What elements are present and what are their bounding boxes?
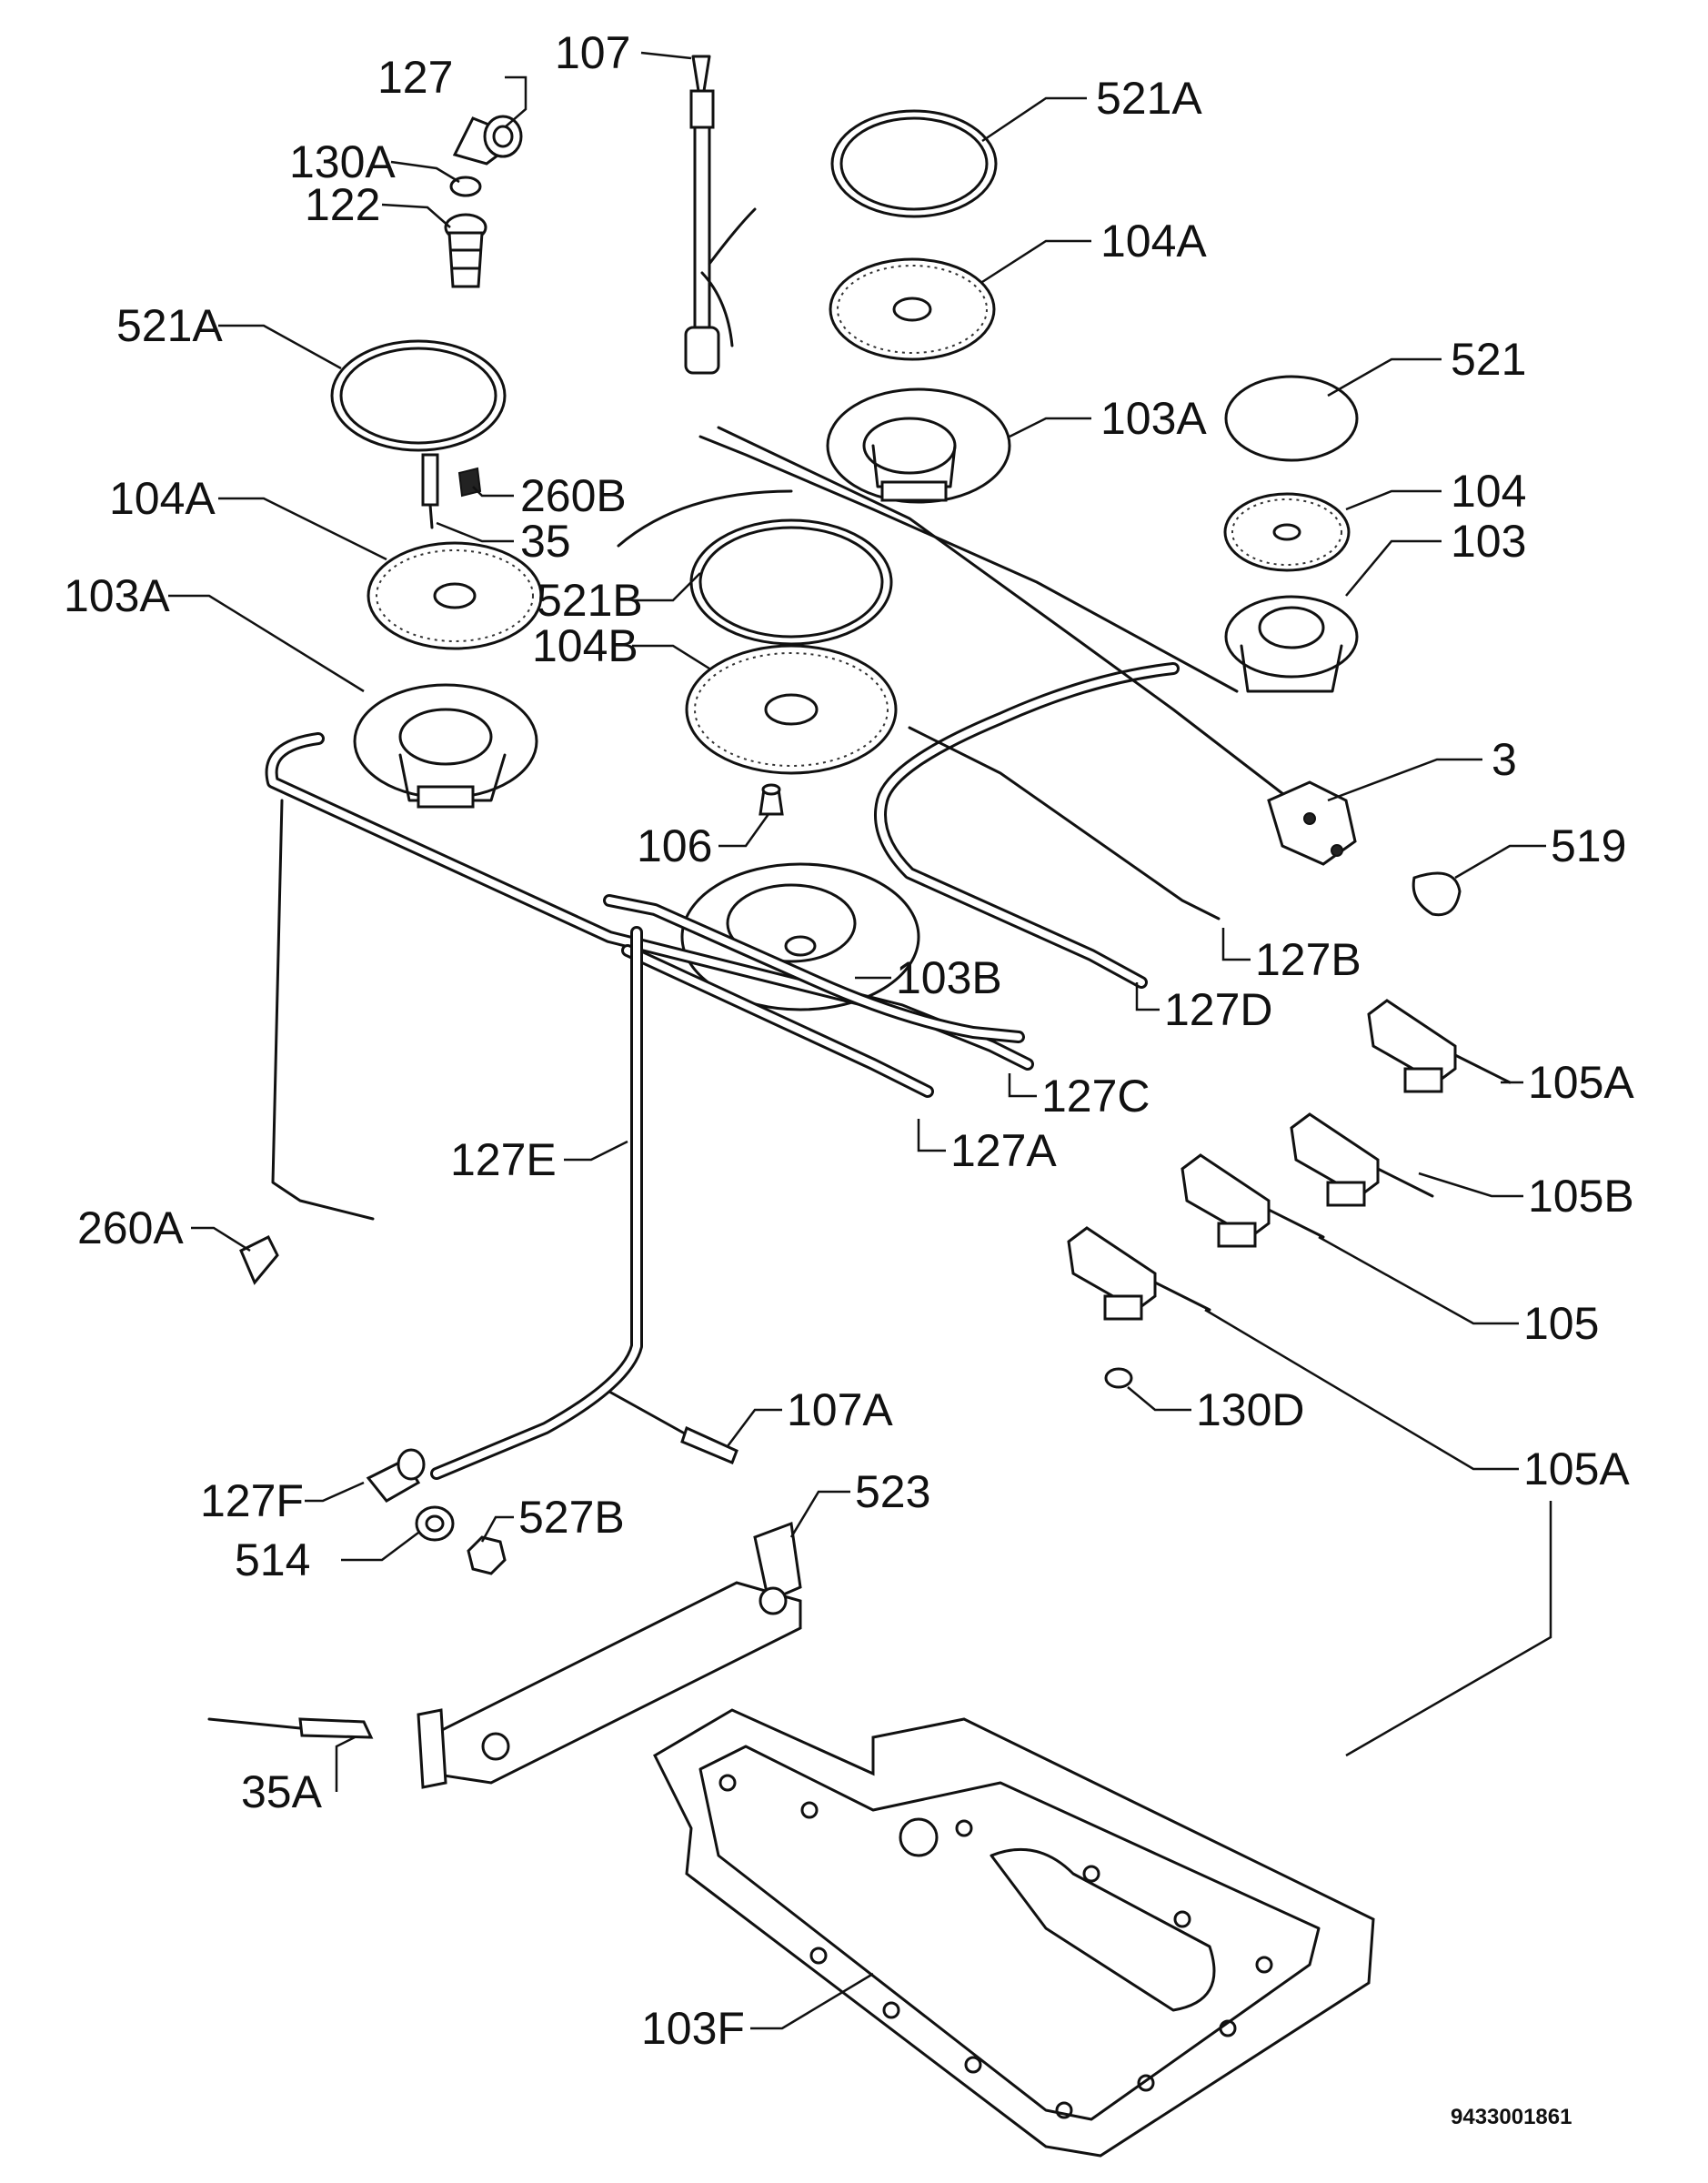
part-104a-crown-top — [829, 257, 996, 361]
label-103a-top: 103A — [1100, 393, 1207, 444]
label-3: 3 — [1492, 734, 1517, 785]
part-122-fitting — [444, 213, 487, 288]
part-103f-plate — [653, 1708, 1375, 2158]
label-106: 106 — [637, 820, 712, 871]
label-130a: 130A — [289, 136, 396, 187]
label-127e: 127E — [450, 1134, 557, 1185]
part-104-crown — [1223, 492, 1351, 572]
label-103a-left: 103A — [64, 570, 170, 621]
label-521: 521 — [1451, 334, 1526, 385]
part-127f-fitting — [366, 1448, 426, 1503]
part-514-nut — [415, 1505, 455, 1542]
label-105a-2: 105A — [1523, 1444, 1630, 1494]
label-35: 35 — [520, 516, 571, 567]
part-521a-cap-top — [830, 109, 998, 218]
label-127d: 127D — [1164, 984, 1273, 1035]
label-260a: 260A — [77, 1202, 184, 1253]
part-519-knob — [1412, 871, 1462, 917]
label-107: 107 — [555, 27, 630, 78]
leader-lines — [168, 51, 1552, 2030]
part-105b-tap — [1290, 1112, 1434, 1207]
label-130d: 130D — [1196, 1384, 1305, 1435]
drawing-number: 9433001861 — [1451, 2105, 1572, 2129]
part-103-base — [1224, 595, 1359, 693]
part-106-injector — [759, 783, 784, 816]
label-127c: 127C — [1041, 1071, 1150, 1122]
part-105a-tap-1 — [1367, 999, 1512, 1093]
part-527b-nut — [467, 1535, 507, 1575]
label-105a-1: 105A — [1528, 1057, 1634, 1108]
label-107a: 107A — [787, 1384, 893, 1435]
label-105: 105 — [1523, 1298, 1599, 1349]
part-127-elbow — [452, 115, 523, 166]
part-523-bracket — [417, 1521, 802, 1789]
label-127b: 127B — [1255, 934, 1361, 985]
label-104: 104 — [1451, 466, 1526, 517]
gas-tubes — [265, 426, 1293, 1480]
label-523: 523 — [855, 1466, 930, 1517]
label-103b: 103B — [896, 952, 1002, 1003]
label-35a: 35A — [241, 1766, 323, 1817]
part-105-tap — [1181, 1153, 1325, 1248]
part-521b-cap — [689, 518, 893, 646]
label-521a-left: 521A — [116, 300, 223, 351]
part-103a-base-top — [826, 387, 1011, 504]
part-35a-electrode — [207, 1717, 374, 1739]
part-107-thermocouple — [684, 55, 757, 375]
label-127a: 127A — [950, 1125, 1057, 1176]
label-103: 103 — [1451, 516, 1526, 567]
label-103f: 103F — [641, 2003, 745, 2054]
label-127f: 127F — [200, 1475, 304, 1526]
label-104a-left: 104A — [109, 473, 216, 524]
part-130d-washer — [1104, 1367, 1133, 1389]
part-3-valve — [1267, 780, 1357, 866]
label-514: 514 — [235, 1534, 310, 1585]
part-104a-crown-left — [367, 541, 543, 650]
part-107a-thermocouple — [608, 1390, 738, 1464]
label-521a-top: 521A — [1096, 73, 1202, 124]
part-103a-base-left — [353, 683, 538, 809]
label-260b: 260B — [520, 470, 627, 521]
label-104b: 104B — [532, 620, 638, 671]
part-105a-tap-2 — [1067, 1226, 1211, 1321]
label-104a-top: 104A — [1100, 216, 1207, 267]
part-104b-crown — [685, 644, 898, 775]
label-519: 519 — [1551, 820, 1626, 871]
label-521b: 521B — [537, 575, 643, 626]
part-521-cap — [1224, 375, 1359, 462]
label-527b: 527B — [518, 1492, 625, 1543]
label-122: 122 — [305, 179, 380, 230]
part-260b-35-electrode — [421, 453, 482, 529]
label-127: 127 — [377, 52, 453, 103]
part-521a-cap-left — [330, 339, 507, 452]
label-105b: 105B — [1528, 1171, 1634, 1222]
part-260a-clip — [239, 1234, 279, 1285]
